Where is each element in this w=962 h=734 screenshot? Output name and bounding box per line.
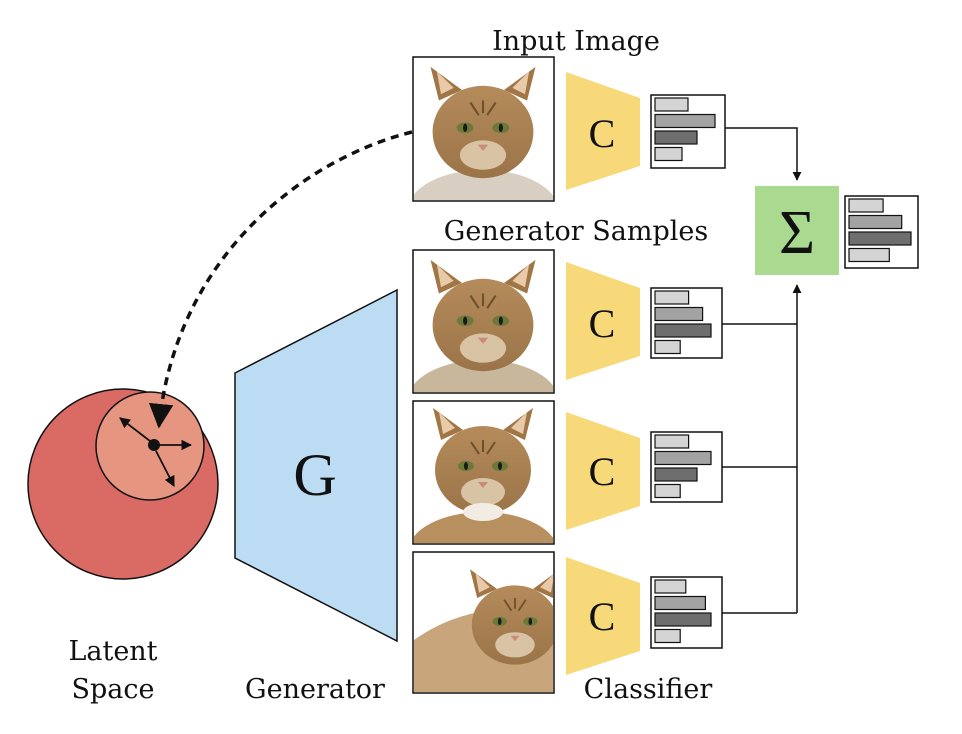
histogram-bar xyxy=(654,323,712,338)
histogram-bar xyxy=(654,595,707,611)
histogram-bar xyxy=(654,579,687,594)
connector-input-to-sum xyxy=(725,127,802,181)
classifier-sample-2: C xyxy=(566,412,640,530)
latent-space-label-line2: Space xyxy=(72,674,155,705)
histogram-bars-input xyxy=(654,97,716,162)
histogram-bar xyxy=(654,306,704,322)
histogram-bars-sample-3 xyxy=(654,579,712,644)
histogram-bar xyxy=(654,450,712,466)
histogram-bar xyxy=(654,97,689,112)
latent-arrow-up-left xyxy=(119,417,151,442)
histogram-bar xyxy=(848,198,884,213)
histogram-bar xyxy=(654,339,681,355)
classifier-sample-2-symbol: C xyxy=(589,449,616,494)
histogram-bar xyxy=(654,628,681,644)
classifier-input-symbol: C xyxy=(589,111,616,156)
classifier-input: C xyxy=(566,72,640,190)
generator-trapezoid xyxy=(234,288,398,643)
histogram-bar xyxy=(654,290,690,305)
latent-arrow-down-right xyxy=(155,450,175,487)
latent-point xyxy=(148,439,160,451)
classifier-sample-3: C xyxy=(566,557,640,675)
classifier-sample-1: C xyxy=(566,262,640,380)
histogram-bars-sample-2 xyxy=(654,434,712,499)
sum-symbol: Σ xyxy=(779,199,815,267)
histogram-bar xyxy=(654,483,681,499)
latent-space-label-line1: Latent xyxy=(68,636,157,667)
classifier-label: Classifier xyxy=(584,674,713,705)
histogram-bar xyxy=(654,146,683,162)
input-image xyxy=(412,56,555,202)
histogram-bar xyxy=(654,434,690,449)
generator-label: Generator xyxy=(245,674,385,705)
sum-box xyxy=(755,186,839,275)
histogram-bar xyxy=(654,113,716,129)
classifier-sample-1-symbol: C xyxy=(589,301,616,346)
input-image-label: Input Image xyxy=(492,26,660,57)
histogram-bar xyxy=(848,247,890,263)
generator-symbol: G xyxy=(293,442,336,508)
generator-sample-1 xyxy=(412,249,555,394)
generator-sample-2 xyxy=(412,400,555,545)
histogram-bar xyxy=(654,612,712,627)
histogram-bars-sample-1 xyxy=(654,290,712,355)
histogram-bar xyxy=(848,214,903,230)
generator-samples-label: Generator Samples xyxy=(444,216,708,247)
histogram-bars-sum xyxy=(848,198,912,263)
generator-sample-3 xyxy=(412,551,555,694)
histogram-bar xyxy=(848,231,912,246)
histogram-bar xyxy=(654,467,698,482)
inversion-dashed-arrow xyxy=(148,130,413,429)
classifier-sample-3-symbol: C xyxy=(589,594,616,639)
histogram-bar xyxy=(654,130,698,145)
